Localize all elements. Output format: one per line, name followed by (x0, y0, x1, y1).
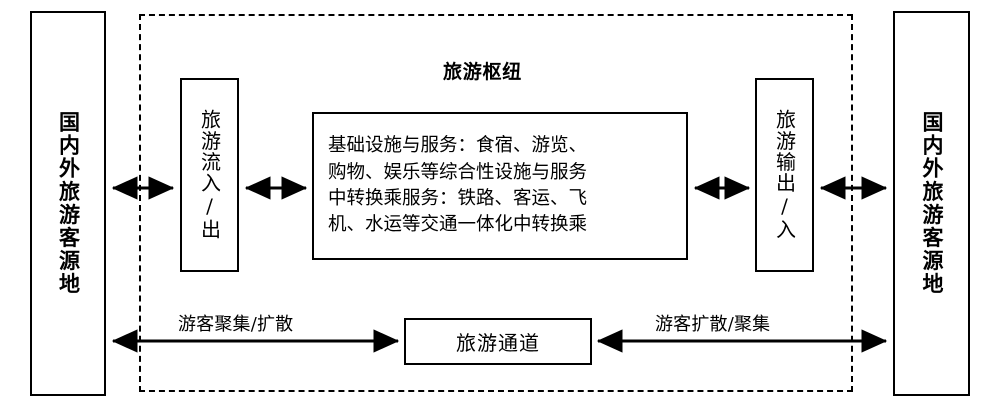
tourism-hub-title: 旅游枢纽 (443, 61, 523, 83)
tourist-diffusion-aggregation-label: 游客扩散/聚集 (655, 314, 771, 335)
tourism-output-input-box: 旅游输出/入 (755, 78, 814, 272)
services-line-3: 中转换乘服务：铁路、客运、飞 (328, 188, 588, 209)
tourism-channel-box: 旅游通道 (404, 318, 592, 365)
services-line-4: 机、水运等交通一体化中转换乘 (328, 214, 588, 236)
source-area-right-label: 国内外旅游客源地 (920, 111, 944, 296)
tourism-channel-label: 旅游通道 (456, 331, 540, 355)
services-line-2: 购物、娱乐等综合性设施与服务 (328, 161, 588, 183)
tourism-output-input-label: 旅游输出/入 (772, 109, 797, 241)
tourism-inflow-outflow-box: 旅游流入/出 (180, 78, 239, 272)
source-area-right-box: 国内外旅游客源地 (893, 11, 970, 396)
tourism-inflow-outflow-label: 旅游流入/出 (197, 109, 222, 241)
source-area-left-label: 国内外旅游客源地 (56, 111, 81, 296)
source-area-left-box: 国内外旅游客源地 (30, 11, 106, 396)
tourism-hub-dashed-frame (139, 14, 853, 392)
infrastructure-services-box: 基础设施与服务：食宿、游览、 购物、娱乐等综合性设施与服务 中转换乘服务：铁路、… (312, 112, 688, 260)
services-line-1: 基础设施与服务：食宿、游览、 (328, 135, 588, 157)
tourist-aggregation-diffusion-label: 游客聚集/扩散 (178, 314, 294, 335)
